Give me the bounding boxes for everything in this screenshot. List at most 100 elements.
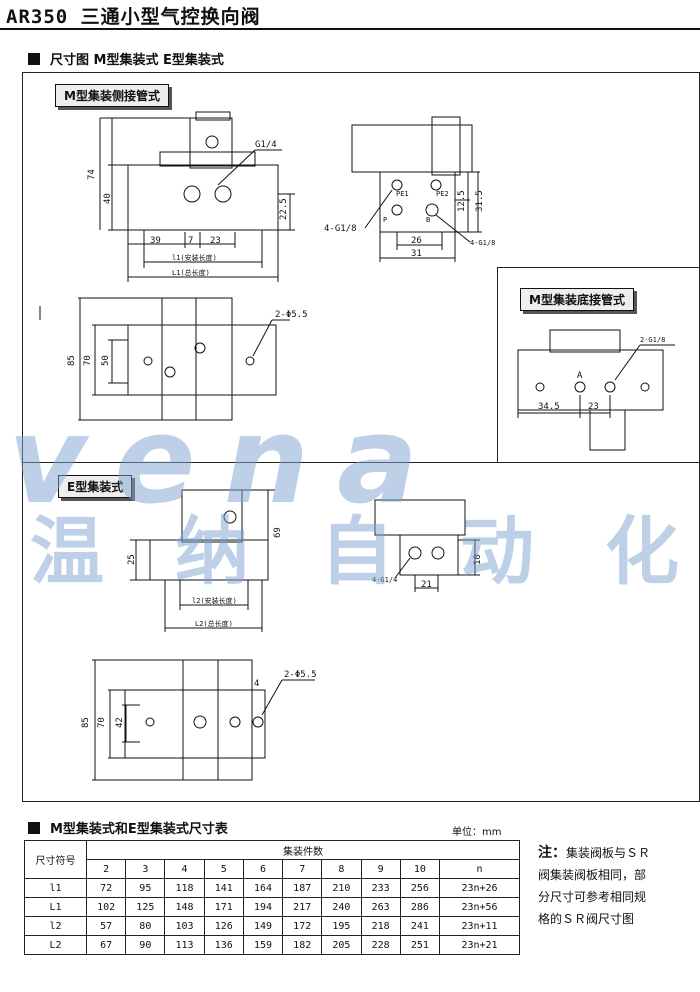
e-type-plan-view (92, 659, 315, 781)
table-cell: 126 (203, 916, 244, 936)
dim-7: 7 (188, 236, 193, 246)
table-cell: 233 (360, 878, 401, 898)
dim-22-5: 22.5 (279, 198, 289, 220)
dim-10: 10 (473, 554, 483, 565)
dim-74: 74 (87, 169, 97, 180)
dim-31-5: 31.5 (475, 190, 485, 212)
table-cell: 23n+56 (439, 897, 520, 917)
dim-4g18b: 4-G1/8 (470, 239, 495, 247)
dim-85b: 85 (81, 717, 91, 728)
dim-l1-total: L1(总长度) (172, 268, 210, 277)
table-row: l1 72 95 118 141 164 187 210 233 256 23n… (24, 878, 520, 898)
frame-divider (22, 462, 700, 463)
table-cell: 103 (164, 916, 205, 936)
table-cell: 251 (399, 935, 441, 955)
table-cell: 217 (282, 897, 323, 917)
col-header: 4 (164, 859, 205, 879)
table-cell: 149 (242, 916, 284, 936)
table-cell: 23n+11 (439, 916, 520, 936)
col-header: 3 (125, 859, 166, 879)
dim-25: 25 (127, 554, 137, 565)
table-cell: 23n+21 (439, 935, 520, 955)
table-cell: 171 (203, 897, 244, 917)
table-cell: 159 (242, 935, 284, 955)
table-cell: 164 (242, 878, 284, 898)
row-label: L2 (24, 935, 87, 955)
col-header: n (439, 859, 520, 879)
col-header: 8 (321, 859, 362, 879)
dim-l1-install: l1(安装长度) (172, 253, 217, 262)
dim-69: 69 (273, 527, 283, 538)
table-cell: 102 (85, 897, 127, 917)
page-title: AR350 三通小型气控换向阀 (6, 6, 261, 28)
table-cell: 172 (282, 916, 323, 936)
table-cell: 194 (242, 897, 284, 917)
dim-4g14: 4-G1/4 (372, 576, 397, 584)
dimension-table: 尺寸符号 集装件数 2 3 4 5 6 7 8 9 10 n l1 72 95 … (24, 840, 520, 955)
dim-12-5: 12.5 (457, 190, 467, 212)
table-cell: 125 (125, 897, 166, 917)
table-cell: 195 (321, 916, 362, 936)
port-a: A (577, 371, 583, 381)
table-row: l2 57 80 103 126 149 172 195 218 241 23n… (24, 916, 520, 936)
dim-4g18: 4-G1/8 (324, 224, 357, 234)
table-cell: 240 (321, 897, 362, 917)
table-cell: 72 (85, 878, 127, 898)
table-cell: 80 (125, 916, 166, 936)
table-cell: 118 (164, 878, 205, 898)
col-header: 2 (85, 859, 127, 879)
port-b: B (426, 216, 430, 224)
dim-l2-install: l2(安装长度) (192, 596, 237, 605)
table-cell: 187 (282, 878, 323, 898)
label-e-type: E型集装式 (58, 475, 133, 498)
e-type-side-view (374, 499, 480, 592)
header-symbol: 尺寸符号 (24, 840, 87, 879)
title-rule (0, 28, 700, 30)
dim-21: 21 (421, 580, 432, 590)
dim-phi55: 2-Φ5.5 (275, 310, 308, 320)
col-header: 6 (242, 859, 284, 879)
table-cell: 182 (282, 935, 323, 955)
section-heading: 尺寸图 M型集装式 E型集装式 (28, 49, 224, 68)
dim-70: 70 (83, 355, 93, 366)
col-header: 5 (203, 859, 244, 879)
dim-g14: G1/4 (255, 140, 277, 150)
dim-4: 4 (254, 679, 259, 689)
note-head: 注： (538, 845, 566, 861)
label-m-side: M型集装侧接管式 (55, 84, 169, 107)
m-bottom-view (517, 329, 675, 451)
table-cell: 218 (360, 916, 401, 936)
bullet-square-icon (28, 52, 40, 65)
dim-50: 50 (101, 355, 111, 366)
table-cell: 210 (321, 878, 362, 898)
row-label: l1 (24, 878, 87, 898)
dim-34-5: 34.5 (538, 402, 560, 412)
table-cell: 148 (164, 897, 205, 917)
note-block: 注：集装阀板与ＳＲ 阀集装阀板相同，部 分尺寸可参考相同规 格的ＳＲ阀尺寸图 (538, 842, 688, 930)
port-pe1: PE1 (396, 190, 409, 198)
dim-phi55b: 2-Φ5.5 (284, 670, 317, 680)
table-cell: 228 (360, 935, 401, 955)
table-cell: 241 (399, 916, 441, 936)
m-side-front-view (99, 111, 295, 282)
table-cell: 256 (399, 878, 441, 898)
dim-70b: 70 (97, 717, 107, 728)
port-pe2: PE2 (436, 190, 449, 198)
col-header: 9 (360, 859, 401, 879)
dim-39: 39 (150, 236, 161, 246)
row-label: l2 (24, 916, 87, 936)
table-cell: 205 (321, 935, 362, 955)
note-line: 阀集装阀板相同，部 (538, 868, 647, 882)
table-cell: 23n+26 (439, 878, 520, 898)
note-line: 分尺寸可参考相同规 (538, 890, 647, 904)
col-header: 7 (282, 859, 323, 879)
table-row: L1 102 125 148 171 194 217 240 263 286 2… (24, 897, 520, 917)
note-line: 集装阀板与ＳＲ (566, 846, 651, 860)
dim-31: 31 (411, 249, 422, 259)
port-p: P (383, 216, 387, 224)
table-cell: 67 (85, 935, 127, 955)
row-label: L1 (24, 897, 87, 917)
table-heading-text: M型集装式和E型集装式尺寸表 (50, 822, 228, 837)
unit-label: 单位：mm (452, 827, 502, 838)
